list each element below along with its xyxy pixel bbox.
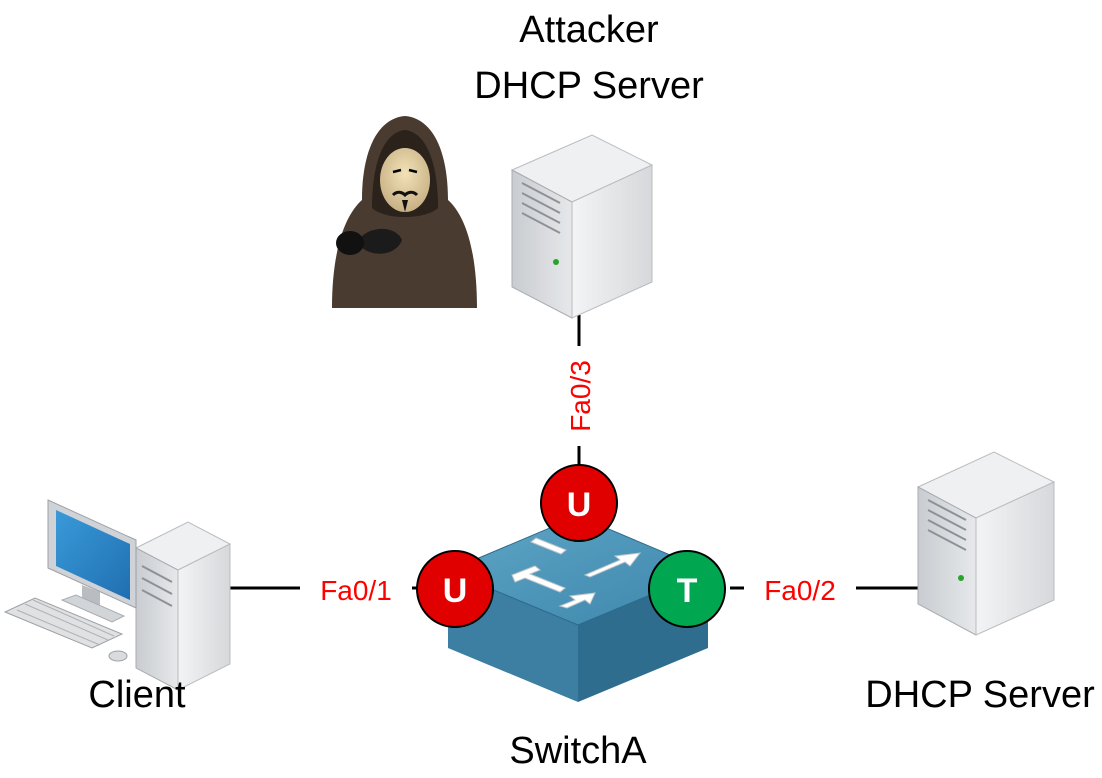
badge-left-label: U — [443, 572, 468, 610]
port-label-fa01: Fa0/1 — [320, 575, 392, 606]
badge-top-label: U — [567, 486, 592, 524]
attacker-label-line1: Attacker — [519, 9, 659, 51]
switch-label: SwitchA — [509, 730, 647, 772]
port-label-fa02: Fa0/2 — [764, 575, 836, 606]
untrusted-port-badge-fa01 — [416, 550, 494, 628]
port-top-bg — [561, 346, 599, 446]
attacker-server-icon — [510, 134, 654, 319]
untrusted-port-badge-fa03 — [540, 464, 618, 542]
dhcp-server-label: DHCP Server — [865, 674, 1095, 716]
badge-left: U — [416, 550, 494, 628]
hacker-icon — [332, 116, 477, 308]
client-label: Client — [88, 674, 186, 716]
port-label-fa03: Fa0/3 — [565, 360, 596, 432]
badge-top: U — [540, 464, 618, 542]
trusted-port-badge-fa02 — [648, 550, 726, 628]
badge-right: T — [648, 550, 726, 628]
badge-right-label: T — [677, 572, 698, 610]
port-left-bg — [300, 570, 412, 608]
attacker-label-line2: DHCP Server — [474, 65, 704, 107]
dhcp-server-icon — [916, 451, 1056, 636]
port-right-bg — [744, 570, 856, 608]
client-pc-icon — [3, 499, 232, 691]
